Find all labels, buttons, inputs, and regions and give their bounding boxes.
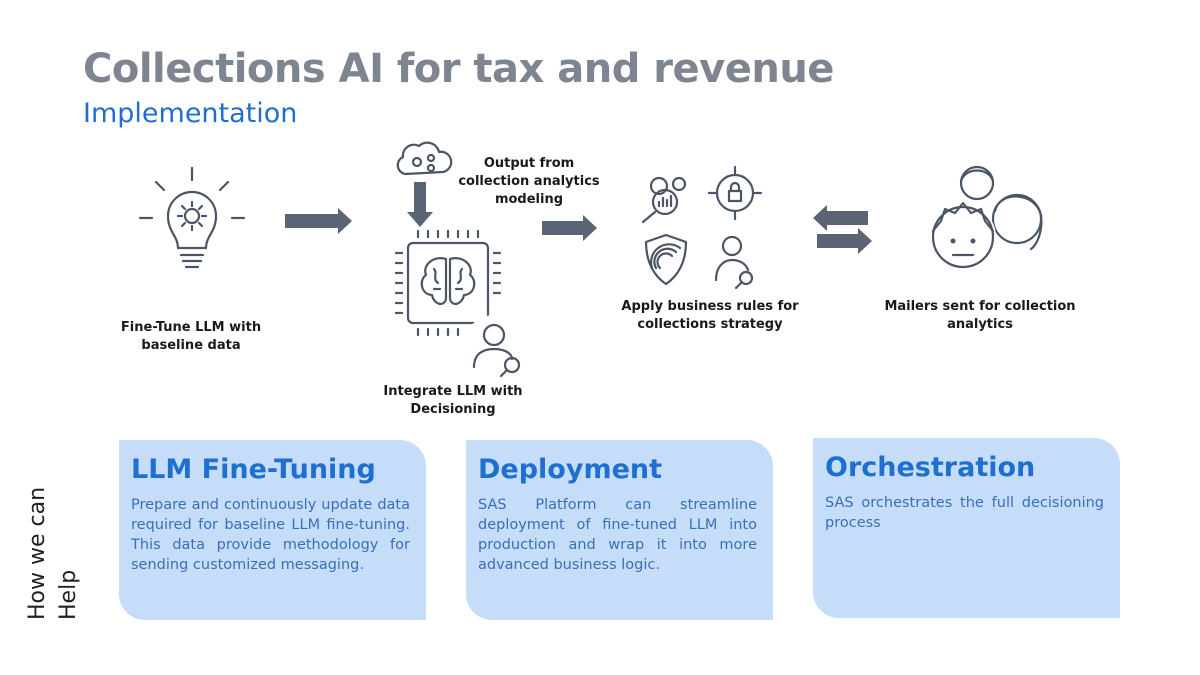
user-group-icon	[930, 165, 1043, 270]
card-orchestration: Orchestration SAS orchestrates the full …	[813, 438, 1120, 618]
arrow-left	[813, 205, 868, 231]
card-body: SAS orchestrates the full decisioning pr…	[825, 495, 1104, 531]
cloud-gears-icon	[396, 141, 453, 176]
step-label-integrate: Integrate LLM with Decisioning	[383, 384, 523, 417]
flow-graphics	[138, 141, 1043, 378]
arrow-down	[407, 182, 433, 227]
person-search-icon	[464, 315, 524, 378]
card-llm-fine-tuning: LLM Fine-Tuning Prepare and continuously…	[119, 440, 426, 620]
card-body: Prepare and continuously update data req…	[131, 497, 410, 573]
card-title: Orchestration	[825, 452, 1036, 483]
side-label-line1: How we can	[25, 486, 50, 620]
page-subtitle: Implementation	[83, 98, 298, 129]
person-analytics-icon	[714, 235, 754, 290]
card-body: SAS Platform can streamline deployment o…	[478, 497, 757, 573]
shield-wireless-icon	[644, 233, 688, 286]
side-label: How we can Help	[0, 470, 110, 625]
arrow-right-3	[817, 228, 872, 254]
arrow-right-2	[542, 215, 597, 241]
ai-chip-brain-icon	[394, 229, 502, 337]
step-label-finetune: Fine-Tune LLM with baseline data	[120, 320, 262, 353]
analytics-gears-icon	[641, 176, 687, 224]
step-label-business-rules: Apply business rules for collections str…	[621, 299, 799, 332]
card-title: Deployment	[478, 454, 663, 485]
arrow-right-1	[285, 208, 352, 234]
side-label-line2: Help	[56, 569, 81, 620]
step-label-output: Output from collection analytics modelin…	[458, 156, 600, 207]
card-deployment: Deployment SAS Platform can streamline d…	[466, 440, 773, 620]
lightbulb-gear-icon	[138, 166, 246, 269]
step-label-mailers: Mailers sent for collection analytics	[884, 299, 1076, 332]
secure-lock-icon	[707, 165, 763, 221]
card-title: LLM Fine-Tuning	[131, 454, 376, 485]
page-title: Collections AI for tax and revenue	[83, 46, 834, 92]
